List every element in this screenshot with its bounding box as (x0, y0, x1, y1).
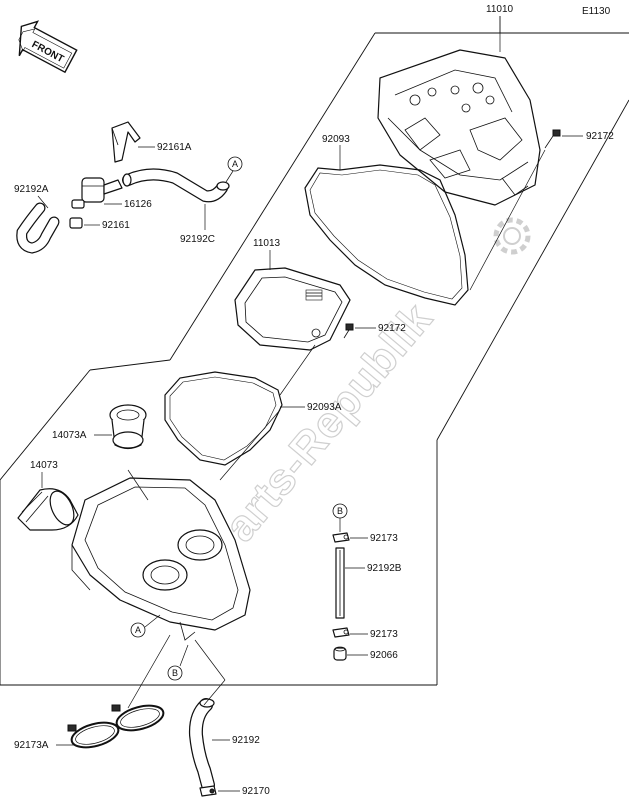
label-92192: 92192 (232, 735, 260, 746)
label-92066: 92066 (370, 650, 398, 661)
label-92173-upper: 92173 (370, 533, 398, 544)
leader-ref-a-top (225, 170, 234, 183)
ref-a-top (227, 156, 243, 172)
watermark-gear-icon (493, 217, 531, 255)
label-16126: 16126 (124, 199, 152, 210)
leader-hose-case (203, 679, 226, 706)
front-arrow-icon: FRONT (18, 20, 78, 74)
assembly-frame (0, 16, 629, 686)
hose-92192B (335, 547, 345, 619)
ref-a-bottom-label: A (135, 625, 141, 635)
diagram-code: E1130 (582, 6, 611, 17)
leader-gasket-housing (469, 149, 546, 291)
bolt-92172-top (544, 129, 561, 149)
bolt-92172-mid (343, 323, 354, 339)
lower-case (71, 477, 251, 641)
leader-case-14073A (127, 469, 149, 501)
ref-b-bottom (167, 665, 183, 681)
label-92172-top: 92172 (586, 131, 614, 142)
label-14073: 14073 (30, 460, 58, 471)
filter-element-11013 (234, 267, 351, 351)
label-92161A: 92161A (157, 142, 192, 153)
label-92172-mid: 92172 (378, 323, 406, 334)
ref-b-bottom-label: B (172, 668, 178, 678)
leader-filter-case (279, 344, 316, 396)
part-92161 (69, 217, 83, 229)
leader-gasket-case (219, 409, 281, 481)
ref-b-right-label: B (337, 506, 343, 516)
label-92173A: 92173A (14, 740, 49, 751)
funnel-14073A (109, 404, 147, 450)
gasket-92093A (164, 371, 283, 466)
label-92192C: 92192C (180, 234, 215, 245)
gasket-92093 (304, 164, 469, 306)
leader-hose-case-2 (194, 639, 226, 681)
label-92170: 92170 (242, 786, 270, 797)
hose-92192C (122, 168, 230, 203)
plug-92066 (333, 646, 347, 661)
label-92173-lower: 92173 (370, 629, 398, 640)
leader-ref-a-bottom (144, 614, 161, 628)
label-11013: 11013 (253, 238, 281, 249)
ref-a-top-label: A (232, 159, 238, 169)
valve-16126 (71, 177, 123, 209)
label-14073A: 14073A (52, 430, 87, 441)
leader-clamps-case (127, 634, 171, 709)
label-92161: 92161 (102, 220, 130, 231)
clip-92170 (199, 785, 217, 797)
clamp-92173-upper (332, 532, 350, 543)
clamp-92173-lower (332, 627, 350, 638)
leader-92192A (37, 195, 49, 209)
funnel-14073 (17, 488, 79, 531)
ref-a-bottom (130, 622, 146, 638)
hose-92192 (188, 698, 215, 792)
clamps-92173A (67, 704, 165, 749)
upper-housing-11010 (377, 49, 541, 206)
label-11010: 11010 (486, 4, 514, 15)
label-92192A: 92192A (14, 184, 49, 195)
leader-ref-b-bottom (179, 644, 189, 667)
label-92093: 92093 (322, 134, 350, 145)
label-92192B: 92192B (367, 563, 402, 574)
label-92093A: 92093A (307, 402, 342, 413)
cap-92161A (111, 121, 141, 163)
hose-92192A (16, 202, 60, 254)
